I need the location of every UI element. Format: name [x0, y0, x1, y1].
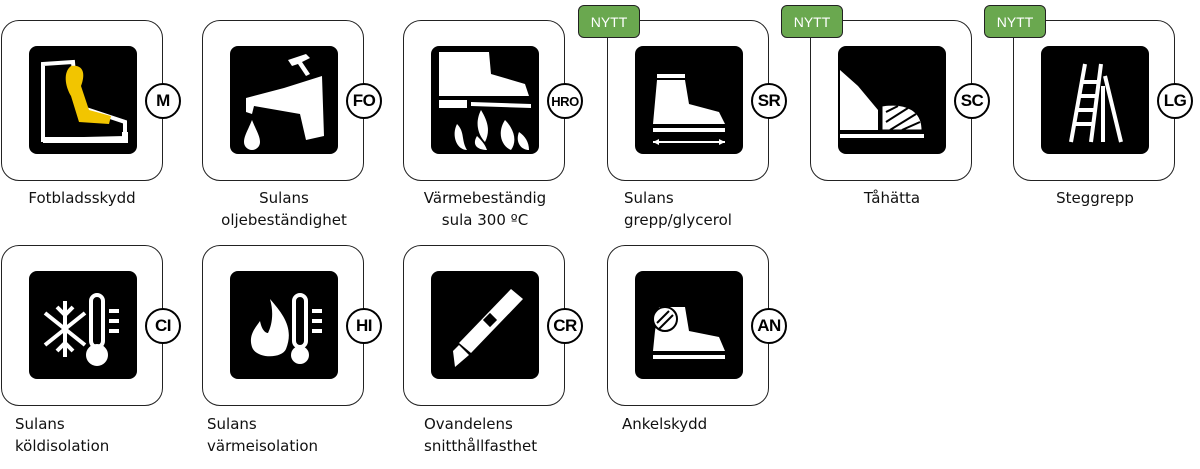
cutter-knife-icon [431, 271, 539, 379]
feature-card-ci: CI [1, 245, 181, 406]
code-badge: SC [954, 83, 990, 119]
new-badge: NYTT [984, 5, 1046, 38]
feature-card-m: M [1, 20, 181, 181]
feature-card-an: AN [607, 245, 787, 406]
feature-label: Ankelskydd [622, 415, 708, 433]
feature-card-sr: NYTT SR [578, 5, 787, 181]
cold-thermometer-icon [29, 271, 137, 379]
boot-over-fire-icon [431, 46, 539, 154]
feature-card-lg: NYTT LG [984, 5, 1193, 181]
shoe-slip-icon [635, 46, 743, 154]
feature-card-fo: FO [202, 20, 382, 181]
code-badge: CI [145, 308, 181, 344]
boot-midsole-icon [29, 46, 137, 154]
ladder-icon [1041, 46, 1149, 154]
ankle-protection-icon [635, 271, 743, 379]
code-badge: FO [346, 83, 382, 119]
toe-cap-icon [838, 46, 946, 154]
new-badge: NYTT [578, 5, 640, 38]
feature-card-sc: NYTT SC [781, 5, 990, 181]
code-badge: HRO [547, 83, 583, 119]
feature-card-hi: HI [202, 245, 382, 406]
code-badge: M [145, 83, 181, 119]
code-badge: LG [1157, 83, 1193, 119]
feature-card-hro: HRO [403, 20, 583, 181]
heat-thermometer-icon [230, 271, 338, 379]
feature-label: Tåhätta [863, 189, 921, 207]
code-badge: HI [346, 308, 382, 344]
code-badge: AN [751, 308, 787, 344]
feature-label: Fotbladsskydd [28, 189, 136, 207]
code-badge: SR [751, 83, 787, 119]
new-badge: NYTT [781, 5, 843, 38]
code-badge: CR [547, 308, 583, 344]
feature-label: Steggrepp [1056, 189, 1134, 207]
feature-card-cr: CR [403, 245, 583, 406]
oil-drip-icon [230, 46, 338, 154]
